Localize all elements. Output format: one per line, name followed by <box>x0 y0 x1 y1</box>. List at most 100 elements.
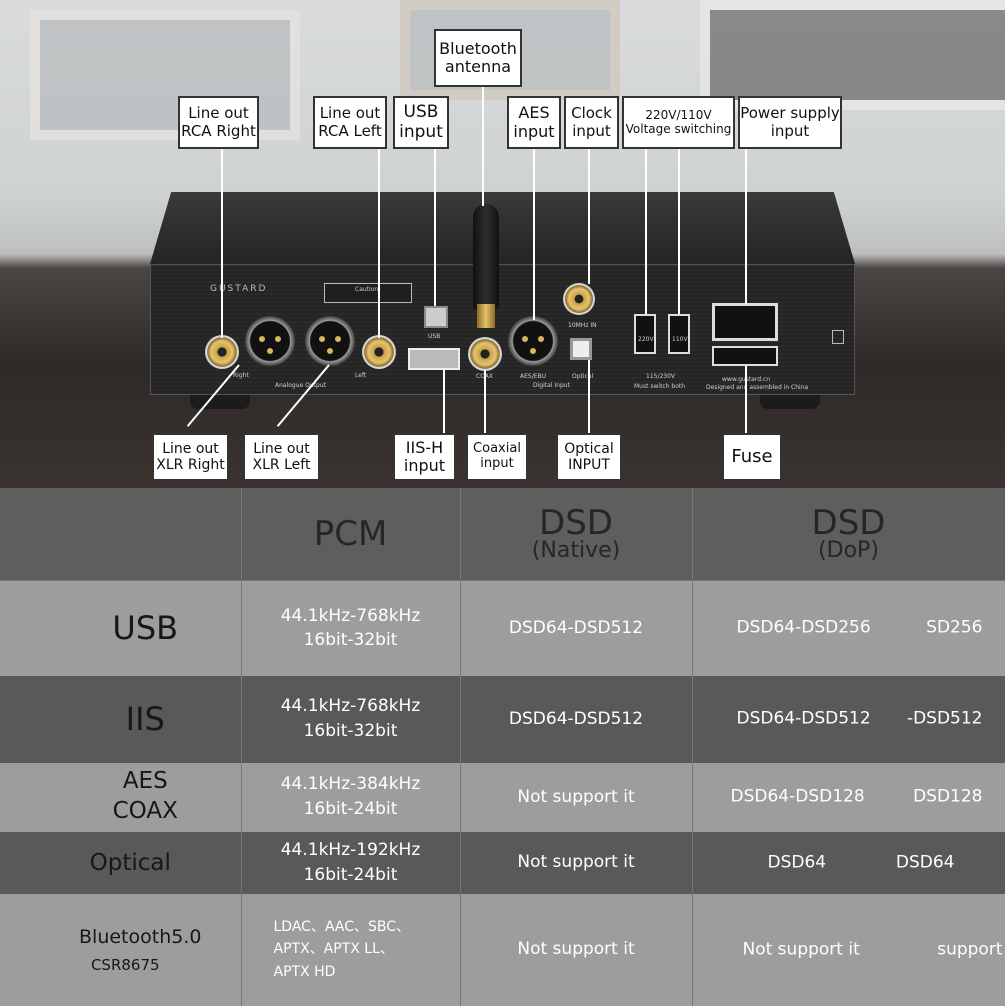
foot <box>760 395 820 409</box>
xlr-pin <box>335 336 341 342</box>
native-cell: Not support it <box>460 893 693 1006</box>
table-row: USB 44.1kHz-768kHz 16bit-32bit DSD64-DSD… <box>0 580 1005 676</box>
row-label-cell: USB <box>0 580 242 676</box>
row-sublabel: CSR8675 <box>90 955 160 974</box>
xlr-pin <box>275 336 281 342</box>
table-header-row: PCM DSD (Native) DSD (DoP) <box>0 488 1005 581</box>
silk-clock-in: 10MHz IN <box>568 322 597 329</box>
callout-optical-input: Optical INPUT <box>556 433 622 481</box>
row-label: Optical <box>89 849 171 876</box>
silk-aes-ebu: AES/EBU <box>520 373 547 380</box>
dop-ghost-value: -DSD512 <box>906 708 983 729</box>
native-value: DSD64-DSD512 <box>508 617 644 638</box>
fuse-holder <box>712 346 778 366</box>
brand-logo: GUSTARD <box>210 284 268 294</box>
row-label: Bluetooth5.0 <box>79 925 202 948</box>
xlr-right-jack <box>245 316 295 366</box>
leader-line <box>745 148 747 304</box>
pcm-value: LDAC、AAC、SBC、 APTX、APTX LL、 APTX HD <box>273 918 411 980</box>
header-dsd-native: DSD (Native) <box>460 488 693 581</box>
callout-coaxial-input: Coaxial input <box>466 433 528 481</box>
leader-line <box>221 148 223 338</box>
table-row: Optical 44.1kHz-192kHz 16bit-24bit Not s… <box>0 831 1005 894</box>
dop-cell: DSD64-DSD512-DSD512 <box>692 675 1005 763</box>
silk-switch-range: 115/230V <box>646 373 676 380</box>
dop-value: Not support it <box>742 939 860 960</box>
row-label: IIS <box>125 700 165 738</box>
leader-line <box>533 148 535 320</box>
silk-left: Left <box>355 372 367 379</box>
dop-ghost-value: DSD128 <box>913 786 983 807</box>
callout-rca-left: Line out RCA Left <box>313 96 387 149</box>
header-corner <box>0 488 242 581</box>
antenna-connector <box>477 304 495 328</box>
leader-line <box>678 148 680 314</box>
callout-rca-right: Line out RCA Right <box>178 96 259 149</box>
row-label-cell: Optical <box>0 831 242 894</box>
dop-cell: DSD64-DSD256 SD256 <box>692 580 1005 676</box>
dop-ghost-value: SD256 <box>926 617 983 638</box>
leader-line <box>645 148 647 314</box>
native-value: DSD64-DSD512 <box>508 708 644 729</box>
rca-left-jack <box>362 335 396 369</box>
callout-usb-input: USB input <box>393 96 449 149</box>
callout-power-supply: Power supply input <box>738 96 842 149</box>
xlr-pin <box>522 336 528 342</box>
voltage-switch-2 <box>668 314 690 354</box>
pcm-cell: 44.1kHz-768kHz 16bit-32bit <box>241 675 461 763</box>
dop-cell: DSD64-DSD128 DSD128 <box>692 762 1005 832</box>
header-native-sub: (Native) <box>531 538 621 563</box>
xlr-pin <box>327 348 333 354</box>
coax-jack <box>468 337 502 371</box>
dop-cell: Not support it support <box>692 893 1005 1006</box>
callout-aes-input: AES input <box>507 96 561 149</box>
clock-bnc-jack <box>563 283 595 315</box>
pcm-value: 44.1kHz-768kHz 16bit-32bit <box>280 605 421 651</box>
background-frame <box>30 10 300 140</box>
native-value: Not support it <box>517 786 635 807</box>
dop-ghost-value: support <box>937 939 1003 960</box>
iis-hdmi-port <box>408 348 460 370</box>
foot <box>190 395 250 409</box>
leader-line <box>378 148 380 338</box>
pcm-cell: 44.1kHz-384kHz 16bit-24bit <box>241 762 461 832</box>
leader-line <box>482 86 484 206</box>
leader-line <box>443 370 445 434</box>
table-row: AES COAX 44.1kHz-384kHz 16bit-24bit Not … <box>0 762 1005 832</box>
dop-value: DSD64-DSD256 <box>736 617 871 638</box>
optical-port <box>570 338 592 360</box>
leader-line <box>588 148 590 284</box>
aes-ebu-jack <box>508 316 558 366</box>
dop-value: DSD64-DSD128 <box>730 786 865 807</box>
pcm-cell: LDAC、AAC、SBC、 APTX、APTX LL、 APTX HD <box>241 893 461 1006</box>
callout-iis-h-input: IIS-H input <box>393 433 456 481</box>
weee-icon <box>832 330 844 344</box>
voltage-switch-1 <box>634 314 656 354</box>
native-cell: Not support it <box>460 762 693 832</box>
callout-clock-input: Clock input <box>564 96 619 149</box>
row-label: AES COAX <box>112 768 178 824</box>
header-dop-sub: (DoP) <box>818 538 879 563</box>
native-cell: DSD64-DSD512 <box>460 675 693 763</box>
native-value: Not support it <box>517 852 635 873</box>
rca-right-jack <box>205 335 239 369</box>
leader-line <box>434 148 436 306</box>
silk-usb: USB <box>428 333 441 340</box>
callout-fuse: Fuse <box>722 433 782 481</box>
table-row: Bluetooth5.0 CSR8675 LDAC、AAC、SBC、 APTX、… <box>0 893 1005 1006</box>
callout-xlr-left: Line out XLR Left <box>243 433 320 481</box>
native-cell: Not support it <box>460 831 693 894</box>
silk-optical: Optical <box>572 373 594 380</box>
silk-digital-input: Digital Input <box>533 382 570 389</box>
row-label-cell: IIS <box>0 675 242 763</box>
xlr-pin <box>267 348 273 354</box>
row-label: USB <box>112 609 179 648</box>
header-pcm: PCM <box>241 488 461 581</box>
leader-line <box>588 360 590 434</box>
pcm-value: 44.1kHz-192kHz 16bit-24bit <box>280 839 421 885</box>
native-cell: DSD64-DSD512 <box>460 580 693 676</box>
header-dsd-dop: DSD (DoP) <box>692 488 1005 581</box>
pcm-cell: 44.1kHz-768kHz 16bit-32bit <box>241 580 461 676</box>
header-native-main: DSD <box>539 503 613 543</box>
